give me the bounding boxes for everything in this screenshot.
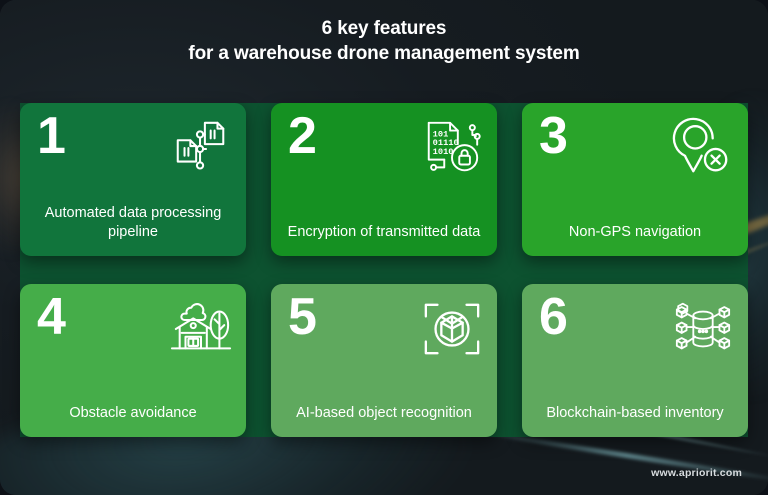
feature-card-6[interactable]: 6 — [522, 284, 748, 437]
svg-text:01110: 01110 — [433, 138, 459, 148]
page-title-line-1: 6 key features — [321, 18, 447, 39]
svg-text:101: 101 — [433, 129, 449, 139]
feature-card-grid: 1 Automated data processing pipeline — [20, 103, 748, 437]
page-title: 6 key features for a warehouse drone man… — [0, 16, 768, 66]
card-label-3: Non-GPS navigation — [568, 224, 702, 240]
card-number-2: 2 — [288, 107, 317, 165]
card-number-4: 4 — [37, 288, 66, 346]
card-number-1: 1 — [37, 107, 66, 165]
card-number-3: 3 — [539, 107, 568, 165]
footer-website[interactable]: www.apriorit.com — [651, 467, 742, 479]
feature-card-4[interactable]: 4 Obstacle avoidance — [20, 284, 246, 437]
page-title-line-2: for a warehouse drone management system — [188, 43, 580, 64]
object-scan-cube-icon — [421, 298, 483, 360]
card-label-4: Obstacle avoidance — [69, 405, 197, 421]
encrypted-document-lock-icon: 101 01110 1010 — [421, 117, 483, 179]
svg-text:1010: 1010 — [433, 147, 454, 157]
card-label-2: Encryption of transmitted data — [287, 224, 481, 240]
location-pin-disabled-icon — [672, 117, 734, 179]
feature-card-5[interactable]: 5 AI-based object recognition — [271, 284, 497, 437]
feature-card-2[interactable]: 2 101 01110 1010 — [271, 103, 497, 256]
card-label-1: Automated data processing pipeline — [44, 205, 222, 240]
card-number-6: 6 — [539, 288, 568, 346]
card-label-5: AI-based object recognition — [296, 405, 472, 421]
document-pipeline-icon — [170, 117, 232, 179]
feature-card-1[interactable]: 1 Automated data processing pipeline — [20, 103, 246, 256]
card-number-5: 5 — [288, 288, 317, 346]
feature-card-3[interactable]: 3 Non-GPS navigation — [522, 103, 748, 256]
blockchain-database-icon — [672, 298, 734, 360]
house-tree-obstacle-icon — [170, 298, 232, 360]
card-label-6: Blockchain-based inventory — [546, 405, 724, 421]
